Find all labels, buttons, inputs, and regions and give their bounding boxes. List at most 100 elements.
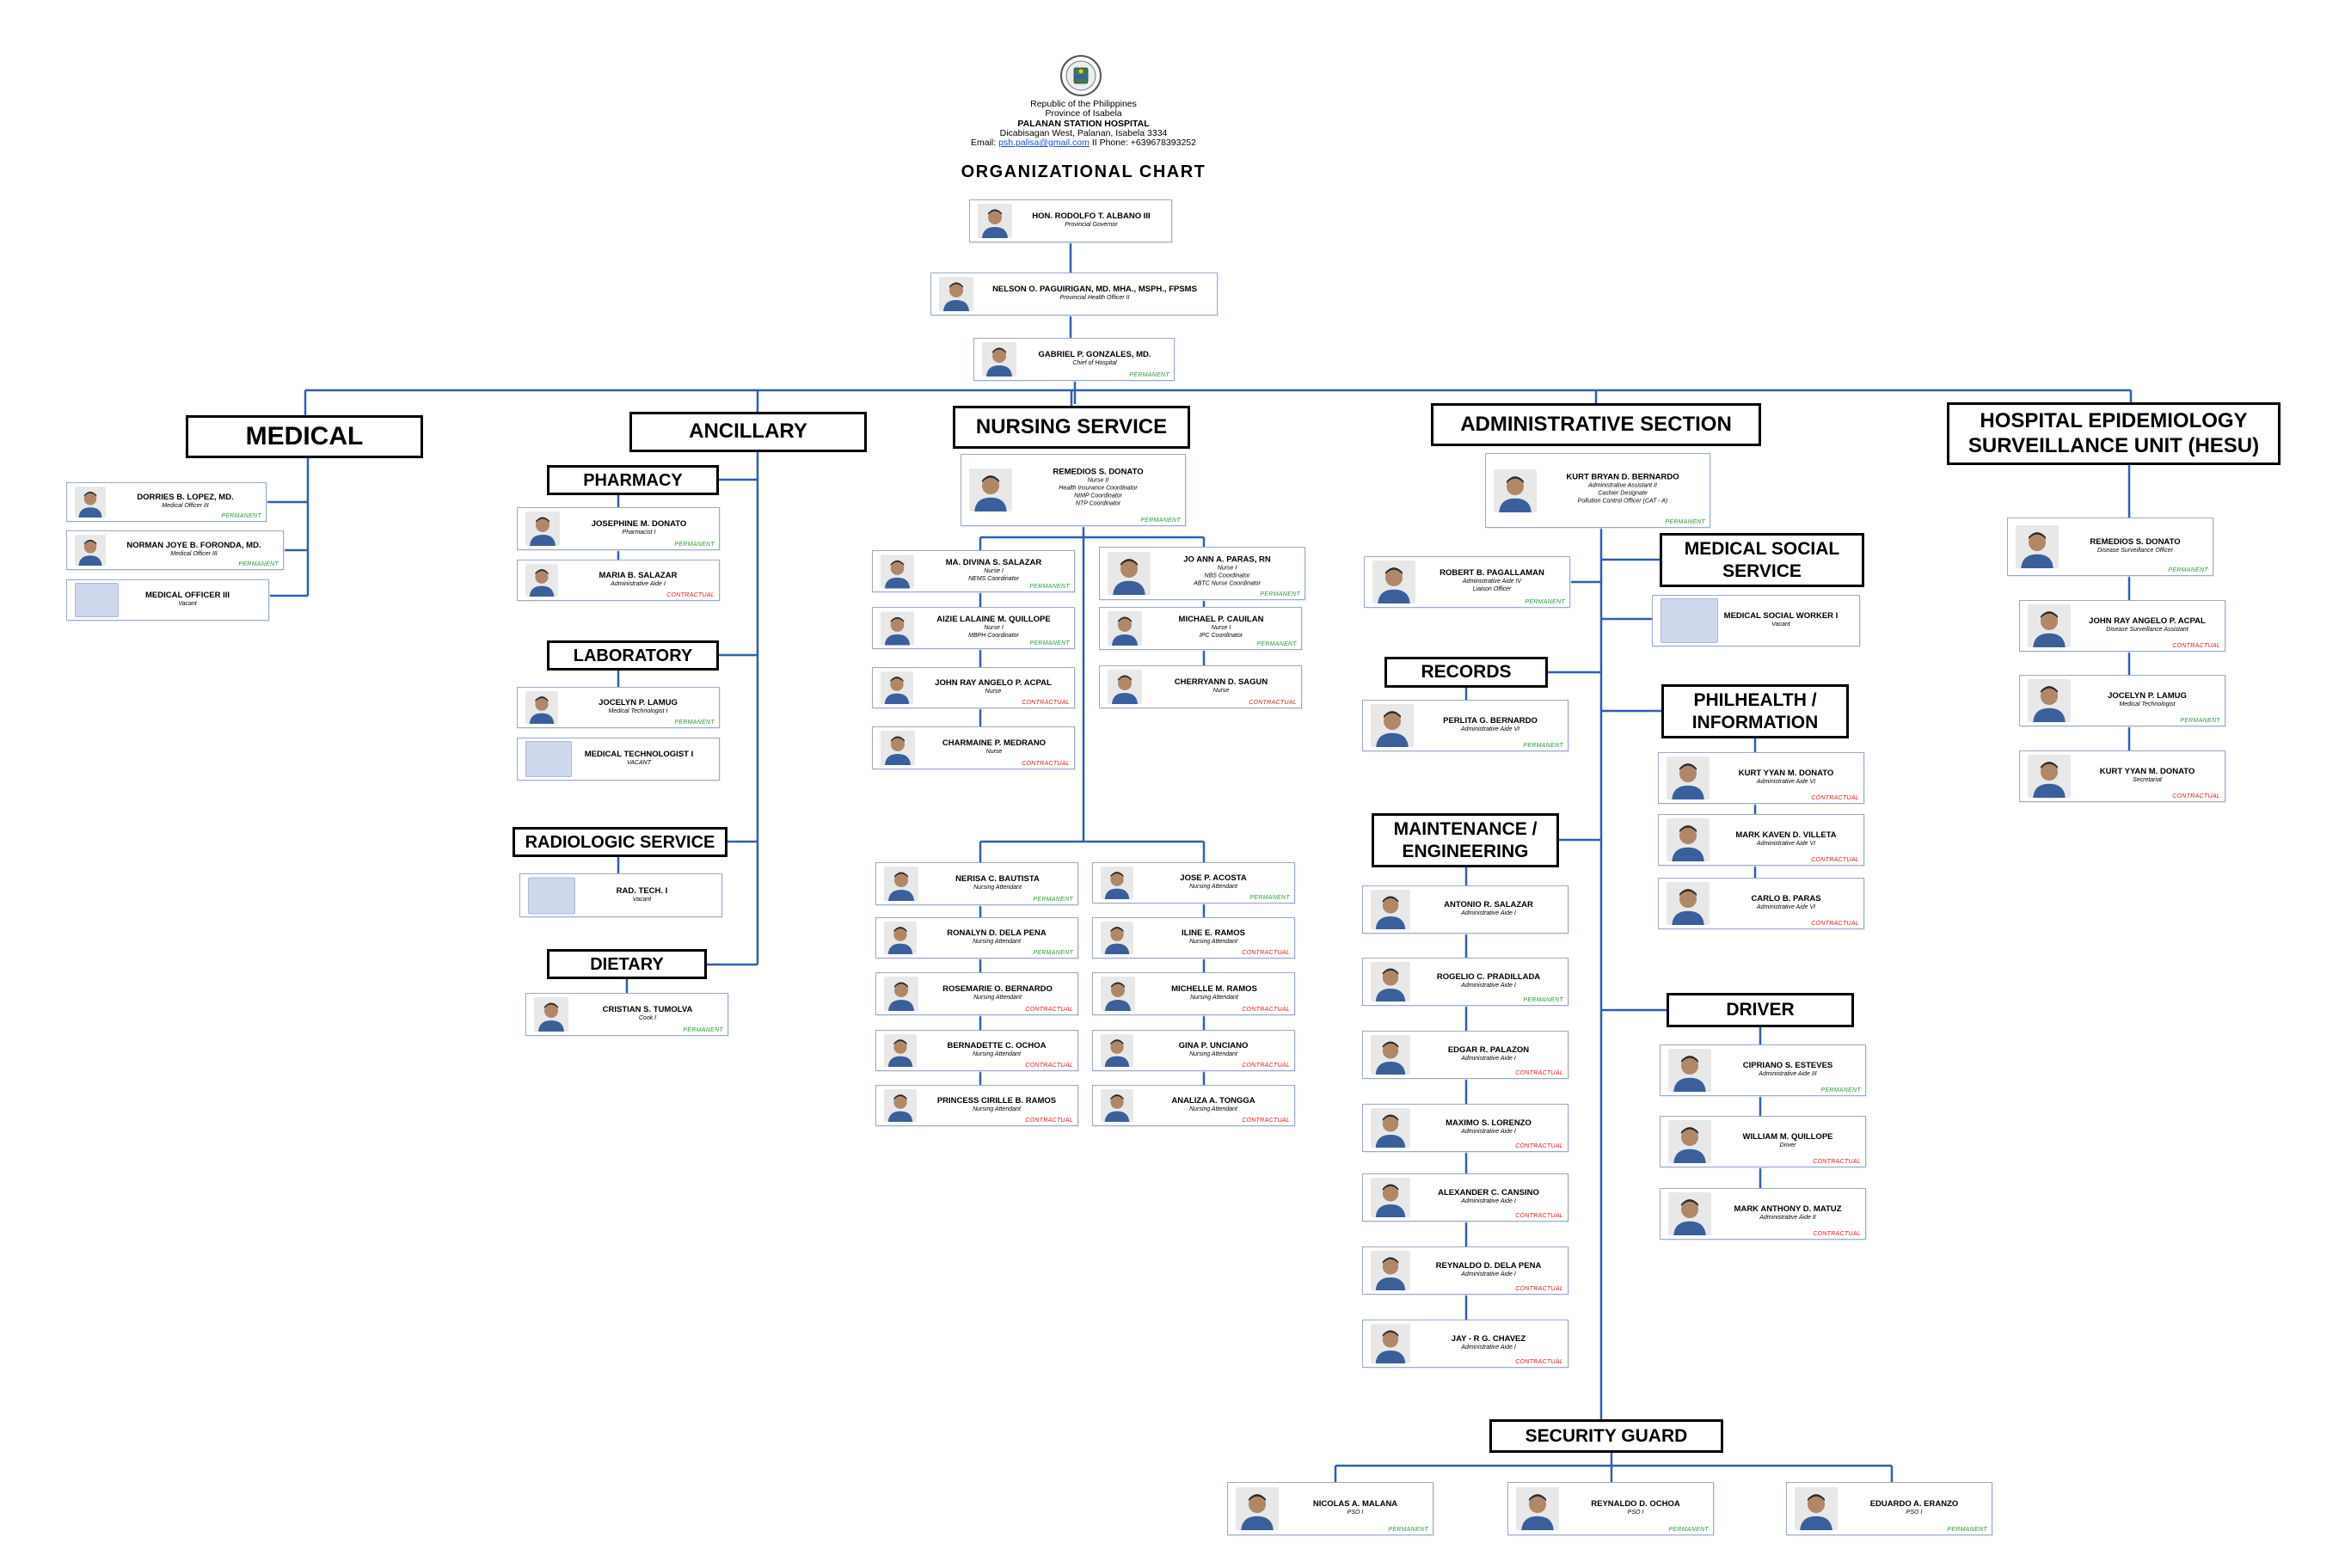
employment-status-badge: PERMANENT (2180, 718, 2220, 724)
person-photo (1101, 922, 1133, 954)
staff-name: HON. RODOLFO T. ALBANO III (1032, 211, 1151, 221)
staff-card-pho: NELSON O. PAGUIRIGAN, MD. MHA., MSPH., F… (930, 273, 1218, 315)
staff-name: WILLIAM M. QUILLOPE (1742, 1131, 1833, 1142)
staff-position: PSO I (1347, 1509, 1364, 1516)
staff-name: ALEXANDER C. CANSINO (1438, 1187, 1539, 1197)
staff-position: Disease Surveillance Officer (2097, 547, 2173, 554)
person-photo (1372, 560, 1415, 603)
staff-name: CRISTIAN S. TUMOLVA (602, 1004, 693, 1014)
staff-position: Vacant (1771, 621, 1790, 628)
person-photo (525, 691, 558, 724)
employment-status-badge: CONTRACTUAL (1515, 1359, 1563, 1365)
staff-name: RAD. TECH. I (616, 885, 668, 896)
staff-position: Administrative Aide IV (1462, 578, 1522, 585)
person-photo (881, 611, 914, 645)
employment-status-badge: PERMANENT (674, 542, 715, 548)
staff-name: REMEDIOS S. DONATO (2090, 536, 2181, 547)
staff-position: Administrative Aide I (1461, 1055, 1516, 1062)
person-photo (1236, 1487, 1279, 1530)
employment-status-badge: CONTRACTUAL (2172, 793, 2220, 799)
staff-position: Secretariat (2133, 776, 2162, 783)
email-link[interactable]: psh.palisa@gmail.com (998, 138, 1090, 148)
staff-name: CHERRYANN D. SAGUN (1174, 677, 1268, 687)
staff-position: Nursing Attendant (973, 938, 1021, 945)
staff-position: Administrative Aide I (1461, 1197, 1516, 1204)
staff-position: Administrative Aide I (1461, 982, 1516, 989)
staff-name: NERISA C. BAUTISTA (955, 873, 1040, 884)
employment-status-badge: CONTRACTUAL (1813, 1159, 1861, 1165)
section-philhealth-information: PHILHEALTH / INFORMATION (1661, 684, 1849, 738)
person-photo (525, 511, 560, 546)
employment-status-badge: PERMANENT (1665, 519, 1705, 525)
employment-status-badge: PERMANENT (1260, 591, 1300, 597)
staff-position: PSO I (1906, 1509, 1923, 1516)
staff-position: Administrative Aide VI (1460, 726, 1520, 732)
section-medical: MEDICAL (186, 415, 423, 458)
staff-position: Pollution Control Officer (CAT - A) (1577, 498, 1668, 505)
person-photo (881, 554, 914, 588)
staff-name: NICOLAS A. MALANA (1312, 1498, 1398, 1509)
email-label: Email: (971, 138, 997, 148)
person-photo (1108, 611, 1142, 646)
employment-status-badge: PERMANENT (1523, 997, 1563, 1003)
person-photo (884, 1089, 917, 1122)
staff-position: Administrative Aide I (1461, 1344, 1516, 1351)
employment-status-badge: PERMANENT (1256, 641, 1297, 647)
person-photo (884, 922, 917, 954)
person-photo (1371, 1178, 1410, 1217)
staff-position: VACANT (626, 759, 651, 766)
person-photo (1668, 1049, 1711, 1092)
vacant-photo-placeholder (75, 583, 119, 617)
staff-name: NORMAN JOYE B. FORONDA, MD. (126, 540, 261, 550)
staff-position: Vacant (632, 896, 652, 903)
staff-position: Nurse II (1087, 477, 1109, 484)
staff-name: JOCELYN P. LAMUG (599, 697, 678, 707)
staff-position: Administrative Assistant II (1588, 482, 1657, 489)
staff-name: JOCELYN P. LAMUG (2108, 690, 2187, 701)
staff-position: Nurse (1212, 687, 1230, 694)
phone-text: II Phone: +639678393252 (1091, 138, 1196, 148)
staff-name: ROBERT B. PAGALLAMAN (1440, 567, 1544, 578)
staff-name: JOHN RAY ANGELO P. ACPAL (935, 677, 1052, 688)
employment-status-badge: CONTRACTUAL (1813, 1231, 1861, 1237)
staff-name: NELSON O. PAGUIRIGAN, MD. MHA., MSPH., F… (992, 284, 1197, 294)
person-photo (1795, 1487, 1838, 1530)
staff-name: GABRIEL P. GONZALES, MD. (1038, 349, 1151, 359)
staff-position: Administrative Aide II (1759, 1214, 1816, 1221)
person-photo (881, 731, 915, 765)
person-photo (2028, 604, 2071, 647)
employment-status-badge: PERMANENT (221, 513, 261, 519)
staff-position: Administrative Aide I (1461, 1271, 1516, 1277)
staff-position: Pharmacist I (622, 529, 656, 536)
person-photo (1101, 1089, 1133, 1122)
staff-name: MARK KAVEN D. VILLETA (1735, 830, 1837, 840)
staff-position: Administrative Aide VI (1756, 903, 1816, 910)
staff-name: KURT YYAN M. DONATO (2099, 766, 2195, 776)
employment-status-badge: PERMANENT (683, 1027, 723, 1033)
staff-position: MBPH Coordinator (968, 632, 1019, 639)
person-photo (525, 564, 558, 597)
staff-name: MICHELLE M. RAMOS (1171, 983, 1257, 994)
